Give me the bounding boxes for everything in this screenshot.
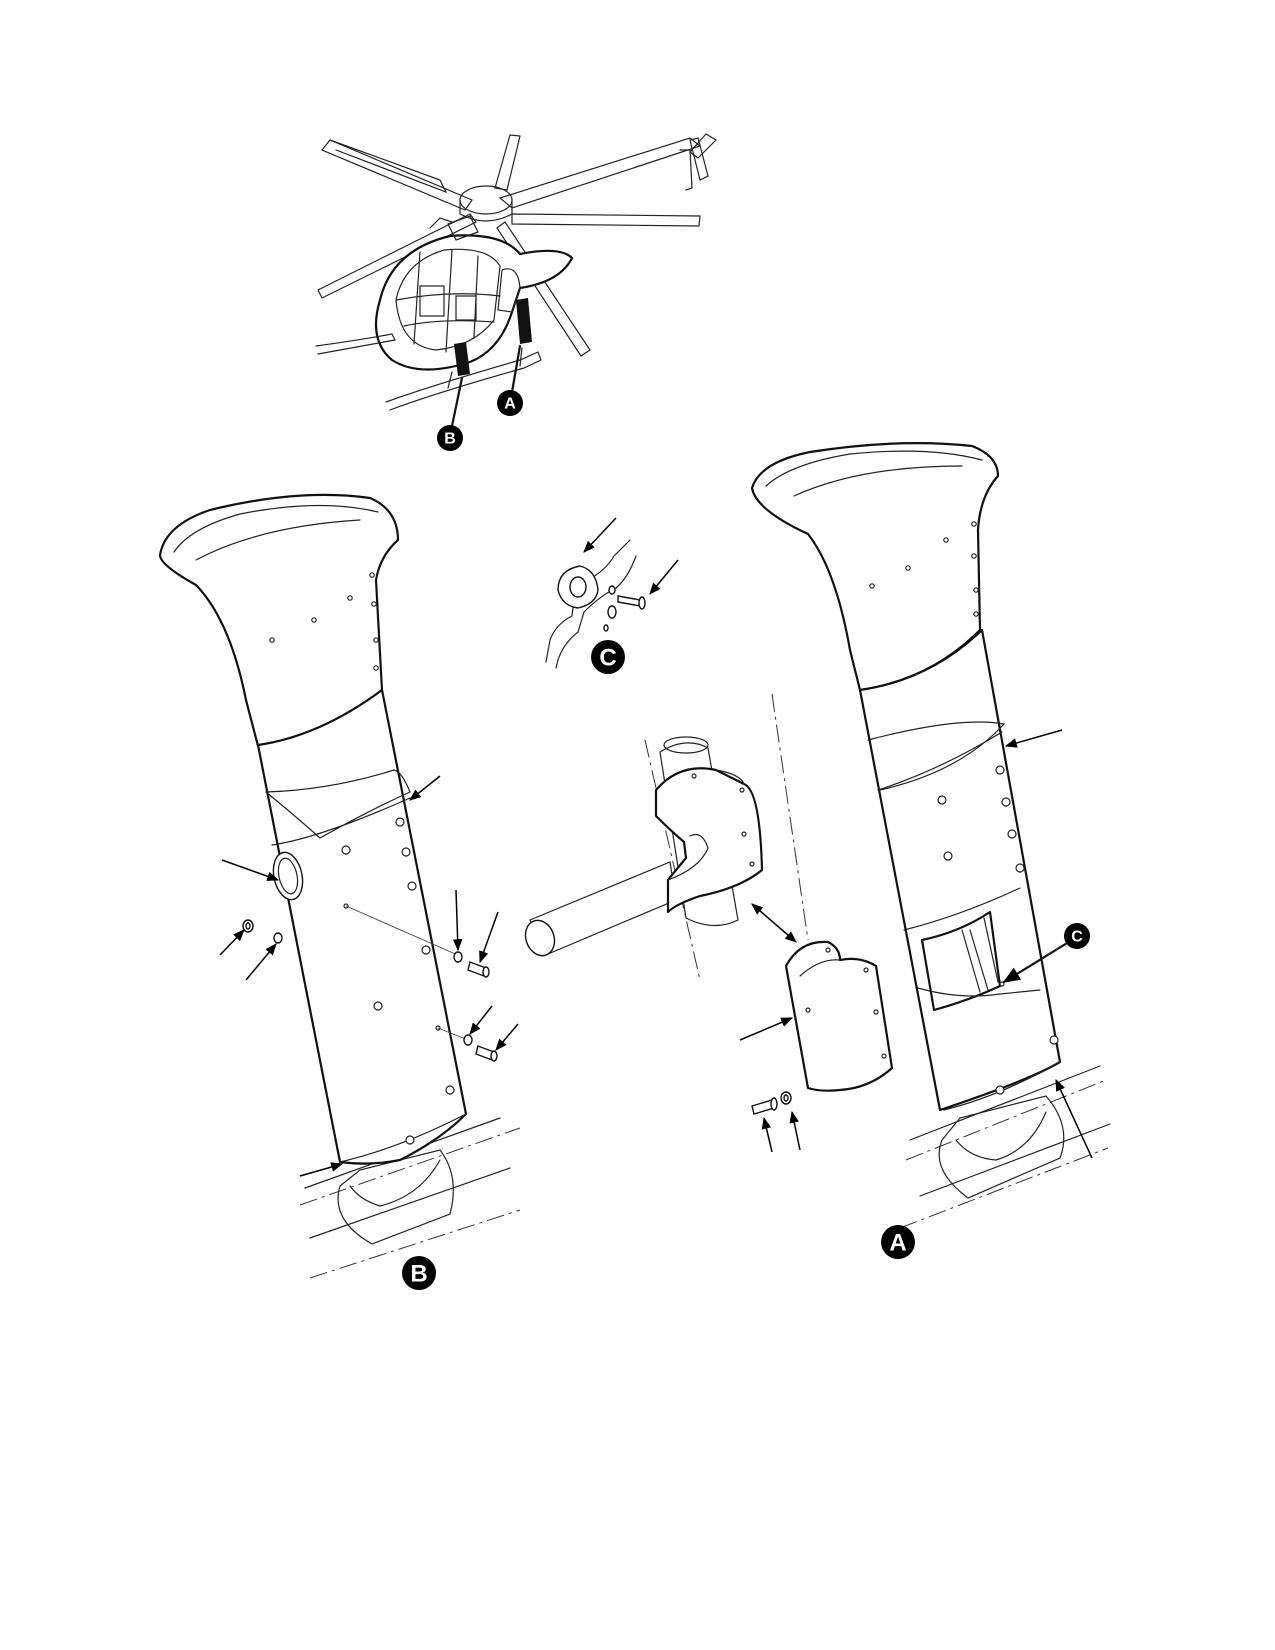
callout-detail-c: C — [591, 640, 625, 674]
callout-overview-a: A — [497, 390, 523, 416]
callout-view-a: A — [881, 1225, 915, 1259]
callout-overview-b: B — [437, 425, 463, 451]
svg-text:A: A — [504, 396, 516, 413]
view-b-leaders — [219, 775, 519, 1177]
svg-text:C: C — [1071, 929, 1083, 946]
center-strut-assembly — [524, 693, 894, 1153]
view-a-holes — [869, 521, 1059, 1095]
view-b-fairing: B — [158, 493, 521, 1290]
detail-c: C — [545, 517, 679, 674]
landing-skids — [315, 298, 542, 411]
svg-text:C: C — [599, 645, 616, 672]
view-a-fairing: C A — [750, 442, 1111, 1259]
svg-text:B: B — [444, 431, 456, 448]
svg-text:A: A — [889, 1230, 906, 1257]
helicopter-cabin — [374, 215, 574, 371]
callout-view-b: B — [402, 1256, 436, 1290]
callout-view-a-c: C — [1064, 923, 1090, 949]
helicopter-overview: A B — [315, 133, 717, 451]
view-b-hardware — [242, 919, 498, 1062]
view-b-holes — [269, 572, 455, 1145]
svg-text:B: B — [410, 1261, 427, 1288]
main-rotor — [317, 133, 717, 357]
